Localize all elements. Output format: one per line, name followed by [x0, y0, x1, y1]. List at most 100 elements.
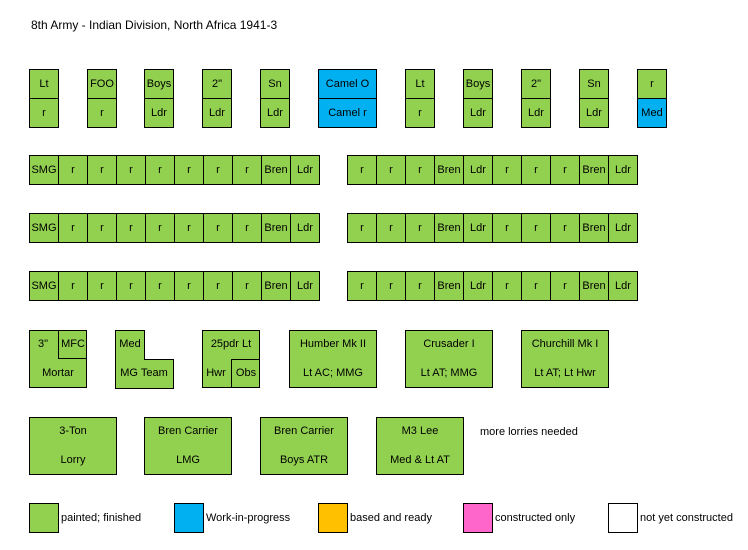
- crusader-label-top: Crusader I: [423, 338, 475, 350]
- section-cell: Bren: [261, 155, 291, 185]
- gun-divider: [231, 359, 260, 388]
- section-cell: r: [87, 155, 117, 185]
- legend-label: Work-in-progress: [206, 512, 291, 524]
- section-cell: r: [376, 271, 406, 301]
- lorry-unit: [29, 417, 117, 475]
- lee-label-top: M3 Lee: [401, 425, 439, 437]
- section-cell: Bren: [579, 155, 609, 185]
- section-cell: r: [550, 213, 580, 243]
- section-cell: r: [116, 155, 146, 185]
- mfc-label: MFC: [61, 338, 85, 350]
- bren-carrier-boys-unit: [260, 417, 348, 475]
- humber-label-top: Humber Mk II: [299, 338, 367, 350]
- hq-unit-top: 2": [202, 69, 232, 99]
- hq-unit-top: Sn: [260, 69, 290, 99]
- bren-carrier-lmg-label-bottom: LMG: [176, 454, 200, 466]
- bren-carrier-lmg-label-top: Bren Carrier: [158, 425, 218, 437]
- section-cell: r: [58, 213, 88, 243]
- mg-label-top: Med: [119, 338, 141, 350]
- section-cell: r: [116, 213, 146, 243]
- gun-label-top: 25pdr Lt: [210, 338, 252, 350]
- lorry-label-bottom: Lorry: [60, 454, 86, 466]
- section-cell: r: [203, 213, 233, 243]
- legend-label: based and ready: [350, 512, 432, 524]
- section-cell: r: [376, 213, 406, 243]
- hq-unit-bottom: r: [405, 98, 435, 128]
- section-cell: Bren: [434, 213, 464, 243]
- section-cell: r: [174, 155, 204, 185]
- hq-unit-top: Sn: [579, 69, 609, 99]
- section-cell: Ldr: [290, 155, 320, 185]
- churchill-unit: [521, 330, 609, 388]
- section-cell: Ldr: [608, 155, 638, 185]
- page-title: 8th Army - Indian Division, North Africa…: [31, 18, 278, 32]
- crusader-label-bottom: Lt AT; MMG: [420, 367, 478, 379]
- section-cell: r: [145, 271, 175, 301]
- crusader-unit: [405, 330, 493, 388]
- legend-label: painted; finished: [61, 512, 142, 524]
- note-text: more lorries needed: [480, 426, 578, 438]
- section-cell: r: [232, 271, 262, 301]
- mg-label-bottom: MG Team: [120, 367, 168, 379]
- mortar-label-bottom: Mortar: [42, 367, 74, 379]
- section-cell: Ldr: [463, 271, 493, 301]
- hq-unit-top: 2": [521, 69, 551, 99]
- hq-unit-top: r: [637, 69, 667, 99]
- hq-unit-top: Boys: [144, 69, 174, 99]
- bren-carrier-lmg-unit: [144, 417, 232, 475]
- section-cell: Ldr: [463, 155, 493, 185]
- section-cell: r: [492, 213, 522, 243]
- section-cell: r: [174, 213, 204, 243]
- section-cell: Bren: [579, 213, 609, 243]
- legend-swatch-finished: [29, 503, 59, 533]
- section-cell: r: [145, 155, 175, 185]
- lee-label-bottom: Med & Lt AT: [390, 454, 450, 466]
- hq-unit-bottom: Ldr: [202, 98, 232, 128]
- legend-swatch-constructed: [463, 503, 493, 533]
- hq-unit-top: Camel O: [318, 69, 377, 99]
- section-cell: Ldr: [290, 271, 320, 301]
- section-cell: r: [492, 271, 522, 301]
- section-cell: r: [87, 213, 117, 243]
- section-cell: r: [521, 213, 551, 243]
- section-cell: r: [405, 155, 435, 185]
- section-cell: r: [550, 271, 580, 301]
- section-cell: Ldr: [608, 271, 638, 301]
- section-cell: Bren: [434, 155, 464, 185]
- section-cell: r: [492, 155, 522, 185]
- mortar-label-top: 3": [37, 338, 49, 350]
- hq-unit-bottom: Ldr: [463, 98, 493, 128]
- section-cell: r: [376, 155, 406, 185]
- hq-unit-bottom: Camel r: [318, 98, 377, 128]
- humber-label-bottom: Lt AC; MMG: [303, 367, 363, 379]
- hq-unit-bottom: Ldr: [521, 98, 551, 128]
- section-cell: r: [347, 271, 377, 301]
- section-cell: r: [58, 271, 88, 301]
- section-cell: r: [405, 271, 435, 301]
- legend-swatch-based: [318, 503, 348, 533]
- section-cell: SMG: [29, 155, 59, 185]
- hq-unit-top: Lt: [29, 69, 59, 99]
- lee-unit: [376, 417, 464, 475]
- hwr-label: Hwr: [206, 367, 226, 379]
- legend-swatch-not-constructed: [608, 503, 638, 533]
- section-cell: Ldr: [290, 213, 320, 243]
- section-cell: r: [116, 271, 146, 301]
- hq-unit-bottom: r: [87, 98, 117, 128]
- section-cell: Bren: [261, 213, 291, 243]
- section-cell: r: [58, 155, 88, 185]
- bren-carrier-boys-label-bottom: Boys ATR: [279, 454, 329, 466]
- humber-unit: [289, 330, 377, 388]
- hq-unit-bottom: Ldr: [579, 98, 609, 128]
- hq-unit-top: Lt: [405, 69, 435, 99]
- section-cell: r: [347, 155, 377, 185]
- lorry-label-top: 3-Ton: [59, 425, 87, 437]
- hq-unit-bottom: r: [29, 98, 59, 128]
- obs-label: Obs: [235, 367, 257, 379]
- section-cell: r: [232, 155, 262, 185]
- section-cell: Ldr: [463, 213, 493, 243]
- bren-carrier-boys-label-top: Bren Carrier: [274, 425, 334, 437]
- hq-unit-bottom: Med: [637, 98, 667, 128]
- section-cell: SMG: [29, 213, 59, 243]
- hq-unit-bottom: Ldr: [144, 98, 174, 128]
